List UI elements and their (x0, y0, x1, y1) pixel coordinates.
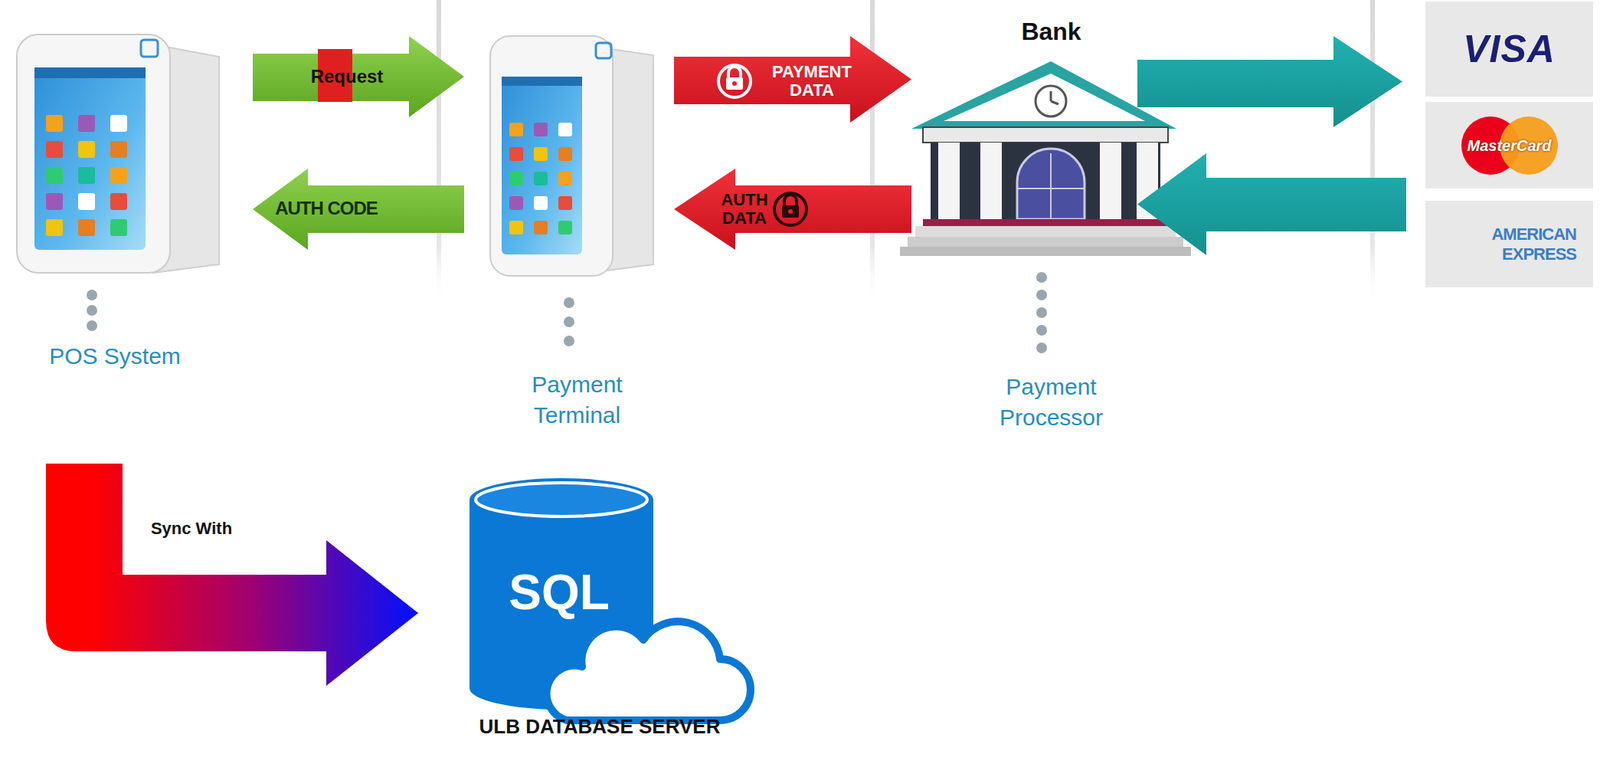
app-icon (509, 220, 524, 235)
node-label: Bank (1020, 16, 1081, 46)
node-label: ULB DATABASE SERVER (479, 713, 721, 739)
app-icon (110, 219, 128, 236)
app-icon (45, 193, 63, 210)
app-icon (78, 166, 95, 184)
app-icon (533, 171, 548, 186)
app-icon (45, 114, 63, 132)
node-label: POS System (26, 340, 203, 372)
app-icon (558, 196, 573, 210)
app-icon (509, 196, 524, 210)
app-icon (45, 219, 63, 236)
app-icon (78, 193, 95, 210)
app-icon (558, 220, 573, 235)
node-label: Payment Terminal (489, 369, 666, 431)
edge-label: Request (270, 65, 424, 88)
separator (870, 0, 875, 307)
app-icon (110, 166, 128, 184)
pos-device (16, 34, 220, 273)
app-icon (78, 140, 95, 158)
edge-label: PAYMENT DATA (754, 62, 870, 100)
separator (1370, 0, 1375, 307)
node-label: SQL (508, 565, 610, 619)
app-icon (78, 114, 95, 132)
app-icon (558, 147, 573, 161)
card-brand: MasterCard (1425, 101, 1594, 189)
card-brand: AMERICAN EXPRESS (1425, 200, 1594, 288)
block-arrow (1137, 35, 1403, 128)
terminal-device (490, 35, 654, 276)
node-label: AMERICAN EXPRESS (1442, 224, 1577, 265)
dots (86, 271, 1048, 354)
block-arrow (252, 35, 465, 118)
node-label: VISA (1462, 27, 1556, 71)
app-icon (509, 147, 524, 161)
card-brand: VISA (1425, 1, 1594, 97)
payment-processor: BankPayment Processor (907, 16, 1195, 433)
block-arrow (1137, 153, 1407, 256)
app-icon (509, 171, 524, 186)
app-icon (533, 122, 548, 137)
app-icon (110, 140, 128, 158)
app-icon (78, 219, 95, 236)
edge-label: AUTH CODE (249, 197, 403, 220)
app-icon (533, 220, 548, 235)
edge-label: Sync With (122, 518, 261, 539)
block-arrow (674, 168, 912, 250)
app-icon (509, 122, 524, 137)
block-arrow (674, 35, 912, 123)
app-icon (558, 122, 573, 137)
node-label: Payment Processor (963, 371, 1140, 433)
edge-label: AUTH DATA (710, 190, 779, 228)
pos-system: POS System (3, 30, 226, 372)
database-symbol (469, 477, 751, 720)
app-icon (110, 114, 128, 132)
app-icon (45, 140, 63, 158)
card-tiles (1425, 1, 1594, 288)
app-icon (558, 171, 573, 186)
app-icon (533, 147, 548, 161)
block-arrow (45, 463, 419, 686)
database-server: SQL ULB DATABASE SERVER (464, 474, 736, 745)
app-icon (45, 166, 63, 184)
app-icon (533, 196, 548, 210)
payment-terminal: Payment Terminal (484, 30, 670, 431)
separator (436, 0, 442, 307)
lock-icon (774, 193, 807, 226)
node-label: MasterCard (1466, 136, 1551, 155)
app-icon (110, 193, 128, 210)
lock-icon (718, 65, 751, 98)
